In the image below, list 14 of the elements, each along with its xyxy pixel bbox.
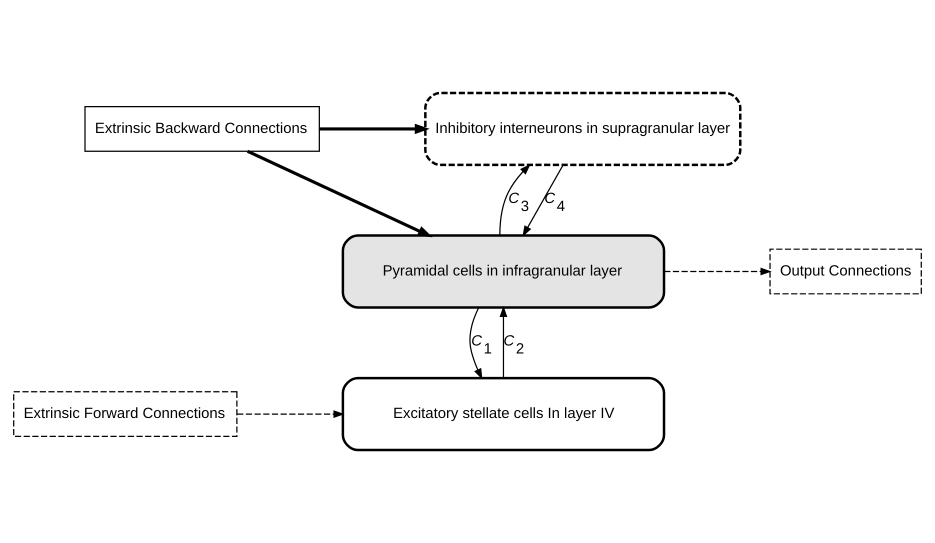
arrow xyxy=(237,410,345,418)
arrow xyxy=(522,164,564,237)
arrow xyxy=(246,150,433,238)
arrow xyxy=(469,307,482,380)
node-box: Inhibitory interneurons in supragranular layer xyxy=(424,92,742,166)
node-box: Extrinsic Backward Connections xyxy=(84,106,320,152)
node-box: Pyramidal cells in infragranular layer xyxy=(342,234,666,309)
arrow xyxy=(500,306,508,378)
node-box: Excitatory stellate cells In layer IV xyxy=(342,376,666,452)
arrow xyxy=(664,268,772,276)
arrow xyxy=(499,164,531,236)
node-box: Extrinsic Forward Connections xyxy=(13,391,238,438)
node-box: Output Connections xyxy=(769,248,922,294)
arrow xyxy=(320,124,430,134)
